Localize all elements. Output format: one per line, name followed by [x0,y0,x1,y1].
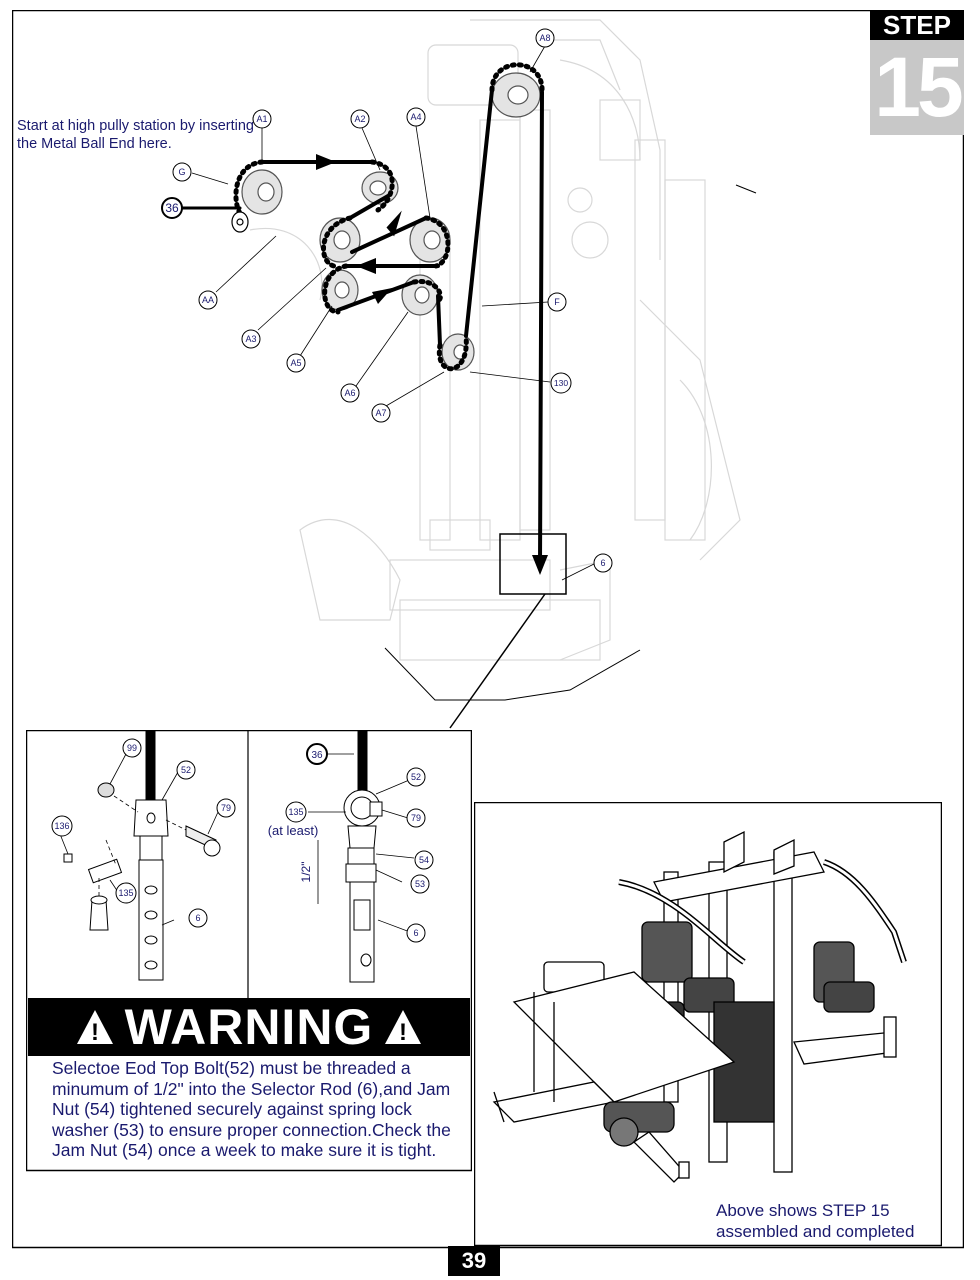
completed-caption: Above shows STEP 15 assembled and comple… [716,1201,915,1241]
page-number: 39 [448,1246,500,1276]
callout-label: 135 [288,807,303,817]
completed-assembly-illustration [474,802,942,1247]
cable-routing-diagram: A1 A2 A4 A8 G 36 AA A3 A5 A6 A7 F 130 6 [161,19,757,729]
callout-label: A2 [354,114,365,124]
callout-label: A6 [344,388,355,398]
warning-title: WARNING [124,999,374,1055]
step-number: 15 [870,40,964,135]
callout-label: 1/2" [299,862,313,883]
callout-label: (at least) [268,823,319,838]
callout-label: AA [202,295,214,305]
callout-label: G [178,167,185,177]
callout-label: 52 [411,772,421,782]
warning-text: Selectoe Eod Top Bolt(52) must be thread… [52,1058,451,1160]
callout-label: 6 [413,928,418,938]
step-word: STEP [870,10,964,40]
callout-label: 54 [419,855,429,865]
warning-triangle-icon: ! [76,1010,113,1046]
selector-rod-detail: 99 52 79 136 135 6 36 52 135 (at least) … [26,730,472,1172]
faint-machine-sketch [249,19,741,661]
callout-label: 36 [311,750,323,761]
callout-label: A4 [410,112,421,122]
callout-label: 99 [127,743,137,753]
step-badge: STEP 15 [870,10,964,135]
svg-text:!: ! [399,1019,407,1046]
callout-label: A7 [375,408,386,418]
svg-text:!: ! [91,1019,99,1046]
callout-label: 6 [600,558,605,568]
warning-banner: ! WARNING ! [28,998,470,1056]
callout-label: 52 [181,765,191,775]
callout-label: A1 [256,114,267,124]
cable-path [168,88,544,567]
callout-label: A3 [245,334,256,344]
warning-triangle-icon: ! [385,1010,422,1046]
callout-label: A5 [290,358,301,368]
callout-label: 130 [554,378,568,388]
callout-label: 36 [165,201,179,215]
callout-label: 136 [54,821,69,831]
callout-label: F [554,297,560,307]
callout-label: 79 [221,803,231,813]
pulleys [241,72,541,371]
callout-label: 53 [415,879,425,889]
direction-arrows [316,154,548,575]
callout-label: A8 [539,33,550,43]
routing-instruction: Start at high pully station by inserting… [17,118,254,152]
callout-label: 6 [195,913,200,923]
part-callouts [161,28,613,573]
callout-label: 135 [118,888,133,898]
callout-label: 79 [411,813,421,823]
